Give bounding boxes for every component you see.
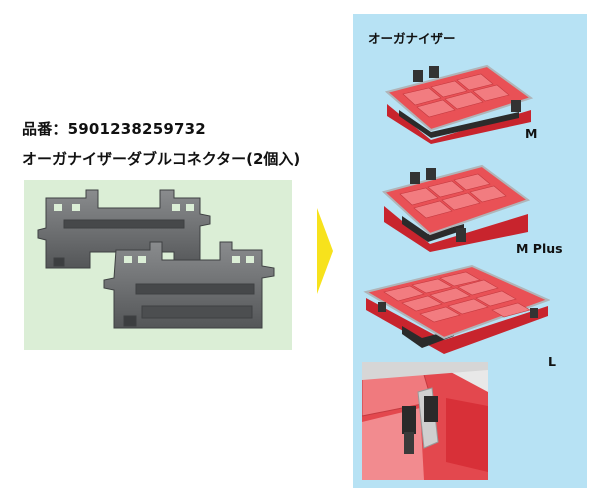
- organizer-m-image: [385, 64, 533, 144]
- organizer-title: オーガナイザー: [368, 31, 456, 46]
- connector-back: [37, 189, 211, 269]
- part-number: 品番：5901238259732: [22, 120, 206, 138]
- right-arrow-icon: [317, 208, 333, 294]
- size-label-m: M: [525, 126, 538, 141]
- connector-closeup-photo: [362, 362, 488, 480]
- organizer-m-plus-image: [381, 164, 530, 252]
- size-label-l: L: [548, 354, 556, 369]
- size-label-m-plus: M Plus: [516, 241, 563, 256]
- product-name: オーガナイザーダブルコネクター(2個入): [22, 150, 301, 168]
- connector-front: [103, 241, 275, 329]
- double-connector-image: [37, 189, 275, 329]
- connector-image-panel: [24, 180, 292, 350]
- organizer-l-image: [363, 264, 550, 354]
